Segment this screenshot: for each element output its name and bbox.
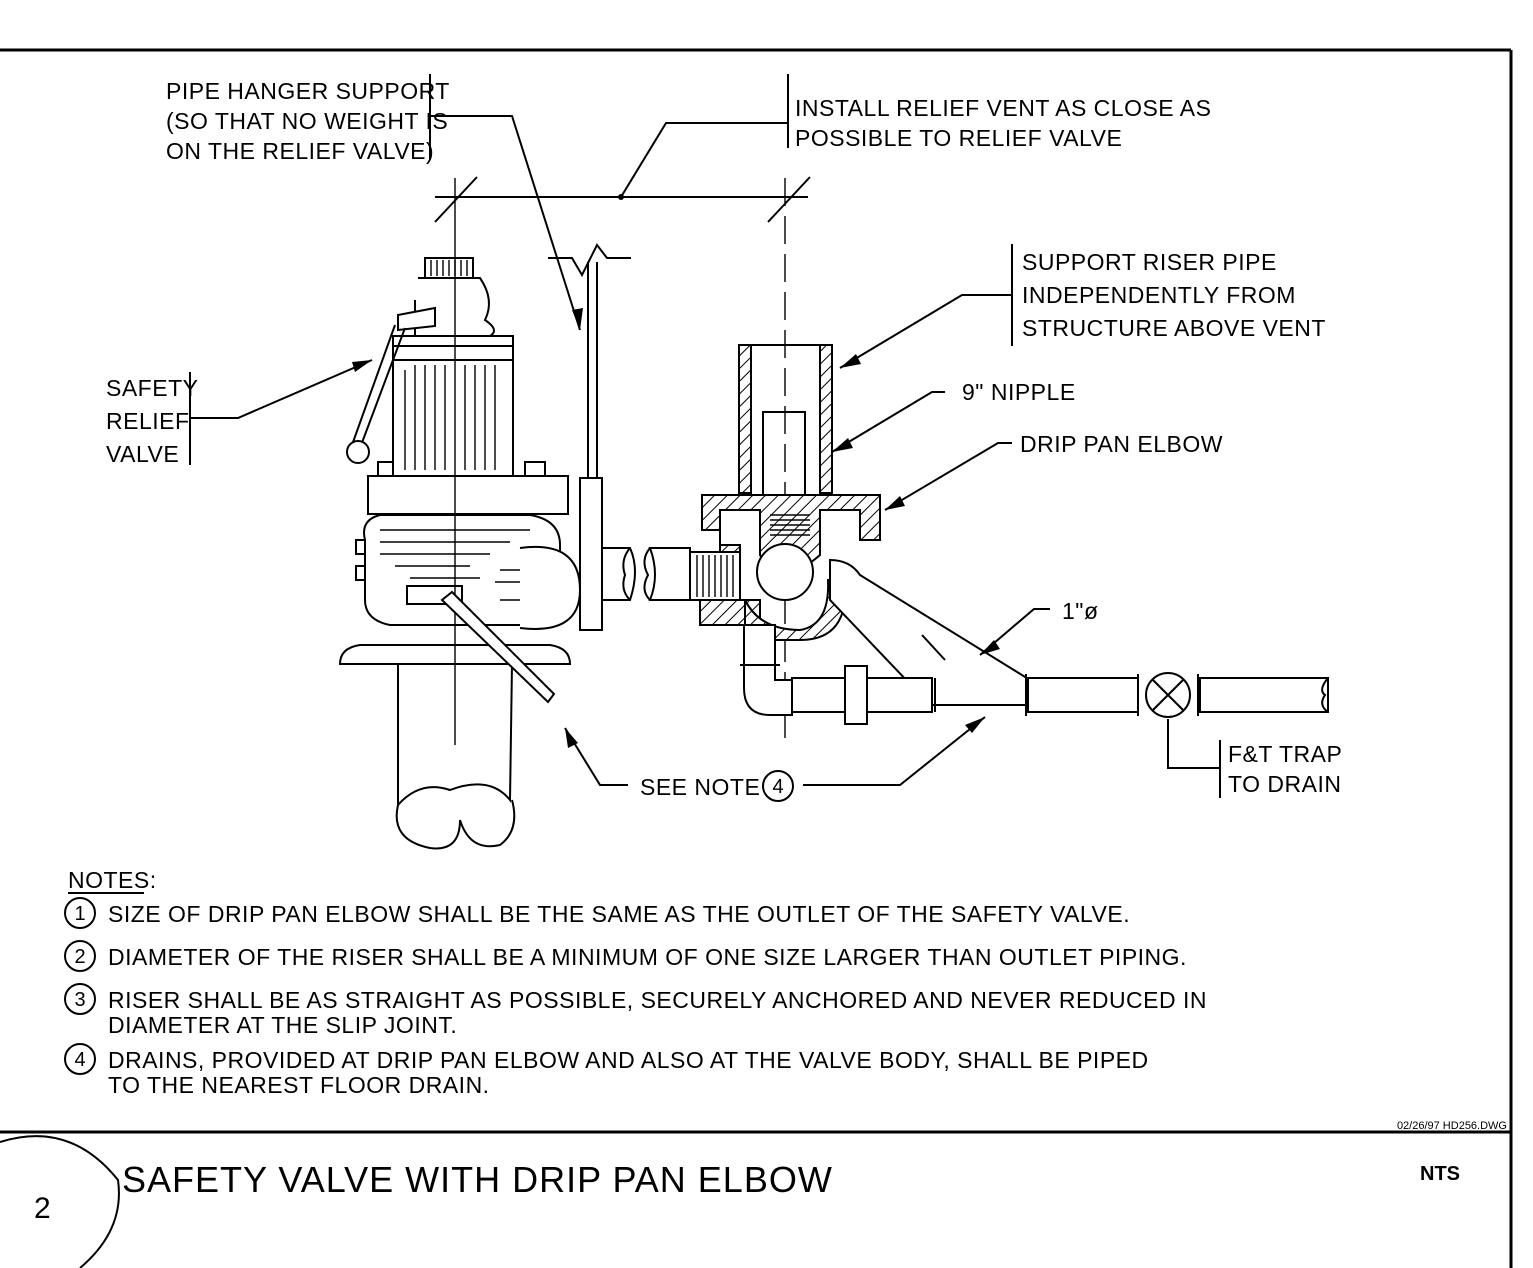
see-note-label: SEE NOTE (640, 774, 760, 800)
nipple-label: 9" NIPPLE (962, 379, 1076, 405)
callout-see-note: SEE NOTE 4 (640, 770, 794, 802)
safety-relief-valve (338, 178, 636, 850)
note-text-1a: SIZE OF DRIP PAN ELBOW SHALL BE THE SAME… (108, 901, 1130, 927)
drip-pan-label: DRIP PAN ELBOW (1020, 431, 1223, 457)
detail-number: 2 (34, 1192, 51, 1225)
pipe-hanger (548, 243, 631, 631)
note-number-1: 1 (74, 903, 85, 925)
cap-knurl (430, 260, 468, 276)
title-block: 02/26/97 HD256.DWG 2 SAFETY VALVE WITH D… (0, 1120, 1507, 1268)
callout-support-riser: SUPPORT RISER PIPE INDEPENDENTLY FROM ST… (1022, 249, 1326, 341)
support-riser-line-2: INDEPENDENTLY FROM (1022, 282, 1296, 308)
note-text-4b: TO THE NEAREST FLOOR DRAIN. (108, 1072, 490, 1098)
note-item-4: 4 DRAINS, PROVIDED AT DRIP PAN ELBOW AND… (64, 1043, 1149, 1098)
support-riser-line-3: STRUCTURE ABOVE VENT (1022, 315, 1326, 341)
trap-line-2: TO DRAIN (1228, 771, 1341, 797)
file-reference: 02/26/97 HD256.DWG (1397, 1120, 1507, 1132)
drip-pan-elbow-assembly (643, 178, 1329, 745)
note-item-2: 2 DIAMETER OF THE RISER SHALL BE A MINIM… (64, 940, 1187, 972)
see-note-number: 4 (772, 776, 783, 798)
drawing-title: SAFETY VALVE WITH DRIP PAN ELBOW (122, 1159, 833, 1200)
note-number-3: 3 (74, 989, 85, 1011)
callout-install-vent: INSTALL RELIEF VENT AS CLOSE AS POSSIBLE… (795, 95, 1211, 151)
detail-bubble (0, 1135, 120, 1268)
sheet-border (0, 48, 1513, 1268)
callout-trap: F&T TRAP TO DRAIN (1228, 741, 1342, 797)
dimension-line (434, 122, 811, 223)
pipe-hanger-line-1: PIPE HANGER SUPPORT (166, 78, 450, 104)
note-text-2a: DIAMETER OF THE RISER SHALL BE A MINIMUM… (108, 944, 1187, 970)
notes-heading: NOTES: (68, 867, 157, 893)
safety-valve-line-1: SAFETY (106, 375, 198, 401)
notes-section: NOTES: 1 SIZE OF DRIP PAN ELBOW SHALL BE… (64, 867, 1207, 1098)
inlet-threads (696, 555, 734, 597)
safety-valve-line-2: RELIEF (106, 408, 190, 434)
callout-pipe-hanger: PIPE HANGER SUPPORT (SO THAT NO WEIGHT I… (166, 78, 450, 164)
install-vent-line-2: POSSIBLE TO RELIEF VALVE (795, 125, 1122, 151)
note-text-3a: RISER SHALL BE AS STRAIGHT AS POSSIBLE, … (108, 987, 1207, 1013)
pipe-hanger-line-2: (SO THAT NO WEIGHT IS (166, 108, 448, 134)
note-text-4a: DRAINS, PROVIDED AT DRIP PAN ELBOW AND A… (108, 1047, 1149, 1073)
safety-valve-line-3: VALVE (106, 441, 179, 467)
note-item-3: 3 RISER SHALL BE AS STRAIGHT AS POSSIBLE… (64, 983, 1207, 1038)
bonnet-ribs (404, 365, 496, 470)
threaded-insert (770, 514, 810, 536)
pipe-hanger-line-3: ON THE RELIEF VALVE) (166, 138, 434, 164)
diameter-label: 1"ø (1062, 598, 1099, 624)
note-item-1: 1 SIZE OF DRIP PAN ELBOW SHALL BE THE SA… (64, 897, 1130, 929)
note-number-2: 2 (74, 946, 85, 968)
scale-label: NTS (1420, 1163, 1460, 1185)
callout-safety-valve: SAFETY RELIEF VALVE (106, 375, 198, 467)
see-note-bubble (762, 770, 794, 802)
trap-line-1: F&T TRAP (1228, 741, 1342, 767)
leader-lines (189, 74, 1221, 798)
support-riser-line-1: SUPPORT RISER PIPE (1022, 249, 1277, 275)
note-number-4: 4 (74, 1049, 85, 1071)
note-text-3b: DIAMETER AT THE SLIP JOINT. (108, 1012, 457, 1038)
install-vent-line-1: INSTALL RELIEF VENT AS CLOSE AS (795, 95, 1211, 121)
